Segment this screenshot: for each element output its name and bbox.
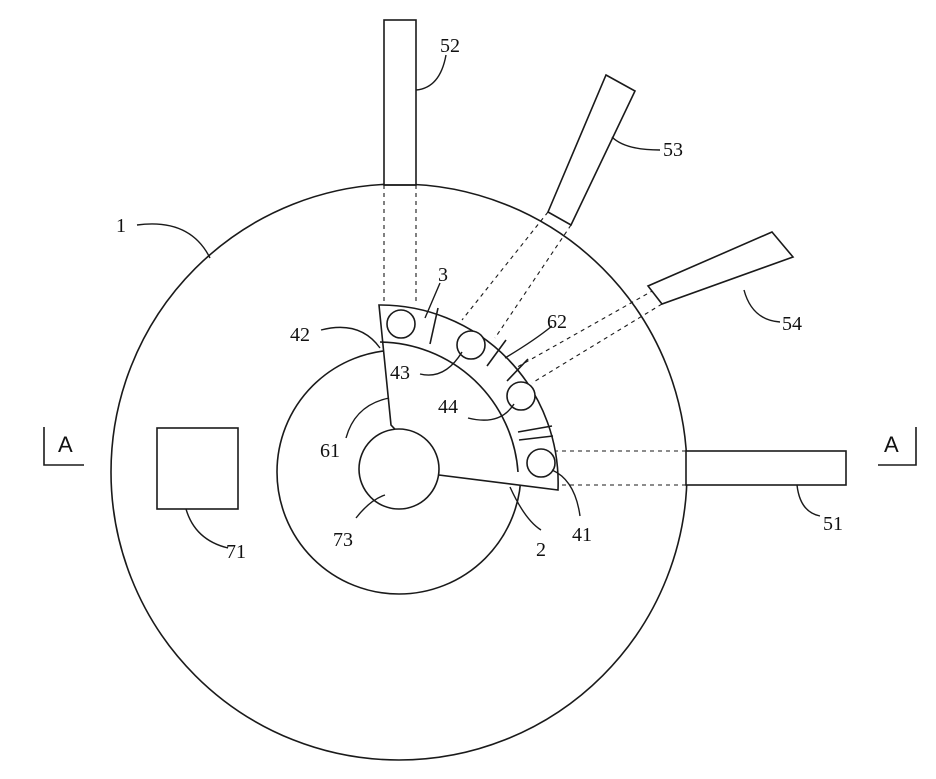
label-61: 61 bbox=[320, 440, 340, 462]
label-44: 44 bbox=[438, 396, 458, 418]
section-mark-right: A bbox=[878, 427, 916, 465]
label-2: 2 bbox=[536, 539, 546, 561]
label-42: 42 bbox=[290, 324, 310, 346]
label-41: 41 bbox=[572, 524, 592, 546]
label-62: 62 bbox=[547, 311, 567, 333]
label-1: 1 bbox=[116, 215, 126, 237]
label-51: 51 bbox=[823, 513, 843, 535]
port-41 bbox=[527, 449, 555, 477]
label-71: 71 bbox=[226, 541, 246, 563]
section-mark-right-label: A bbox=[884, 432, 899, 457]
label-52: 52 bbox=[440, 35, 460, 57]
label-43: 43 bbox=[390, 362, 410, 384]
section-mark-left-label: A bbox=[58, 432, 73, 457]
pipe-54 bbox=[648, 232, 793, 304]
square-component bbox=[157, 428, 238, 509]
central-hub bbox=[359, 429, 439, 509]
pipe-53 bbox=[548, 75, 635, 225]
label-3: 3 bbox=[438, 264, 448, 286]
port-42 bbox=[387, 310, 415, 338]
label-53: 53 bbox=[663, 139, 683, 161]
label-54: 54 bbox=[782, 313, 802, 335]
section-mark-left: A bbox=[44, 427, 84, 465]
port-43 bbox=[457, 331, 485, 359]
port-44 bbox=[507, 382, 535, 410]
pipe-51 bbox=[686, 451, 846, 485]
label-73: 73 bbox=[333, 529, 353, 551]
pipe-52 bbox=[384, 20, 416, 185]
